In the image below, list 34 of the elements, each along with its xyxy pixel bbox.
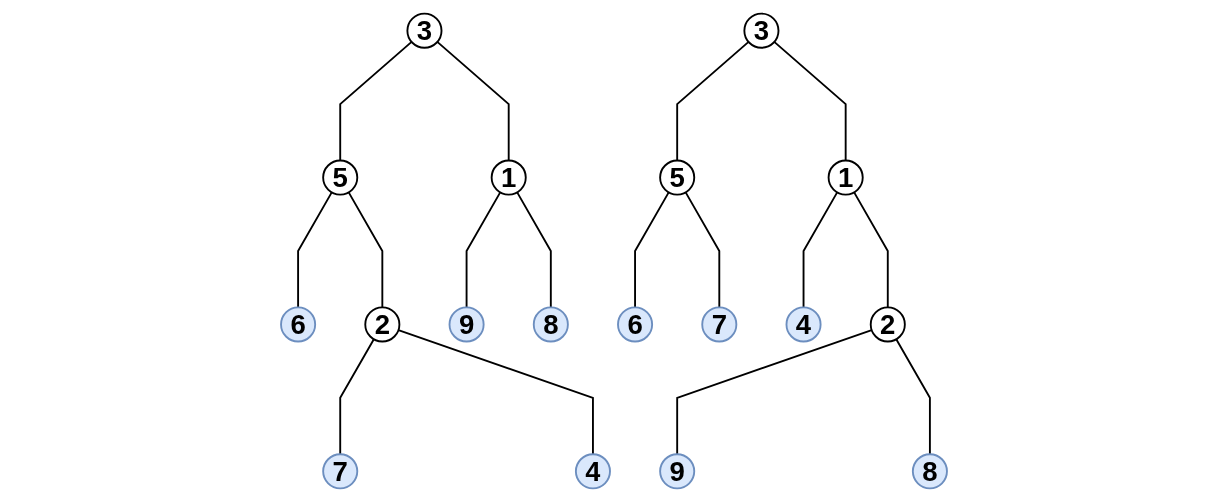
node-circle: 7 xyxy=(322,453,359,490)
connector xyxy=(895,338,931,456)
node-circle: 9 xyxy=(659,453,696,490)
node-circle: 5 xyxy=(322,159,359,196)
node-circle: 6 xyxy=(617,306,654,343)
node-circle: 2 xyxy=(869,306,906,343)
node-circle: 5 xyxy=(659,159,696,196)
node-circle: 4 xyxy=(785,306,822,343)
connector xyxy=(684,191,721,309)
connector xyxy=(339,40,413,162)
connector xyxy=(347,191,384,309)
connector xyxy=(297,191,333,309)
connector xyxy=(397,329,594,456)
connector xyxy=(436,40,510,162)
node-circle: 8 xyxy=(911,453,948,490)
node-circle: 6 xyxy=(280,306,317,343)
connector xyxy=(516,191,552,309)
node-circle: 1 xyxy=(490,159,527,196)
connector xyxy=(676,329,873,456)
node-circle: 3 xyxy=(406,12,443,49)
node-circle: 8 xyxy=(532,306,569,343)
connector xyxy=(676,40,750,162)
connector xyxy=(634,191,670,309)
node-circle: 2 xyxy=(364,306,401,343)
node-circle: 3 xyxy=(743,12,780,49)
connector xyxy=(773,40,847,162)
connector xyxy=(802,191,839,309)
node-circle: 7 xyxy=(701,306,738,343)
node-circle: 1 xyxy=(827,159,864,196)
connector xyxy=(465,191,502,309)
connector xyxy=(853,191,889,309)
connector xyxy=(339,338,375,456)
node-circle: 4 xyxy=(574,453,611,490)
node-circle: 9 xyxy=(448,306,485,343)
